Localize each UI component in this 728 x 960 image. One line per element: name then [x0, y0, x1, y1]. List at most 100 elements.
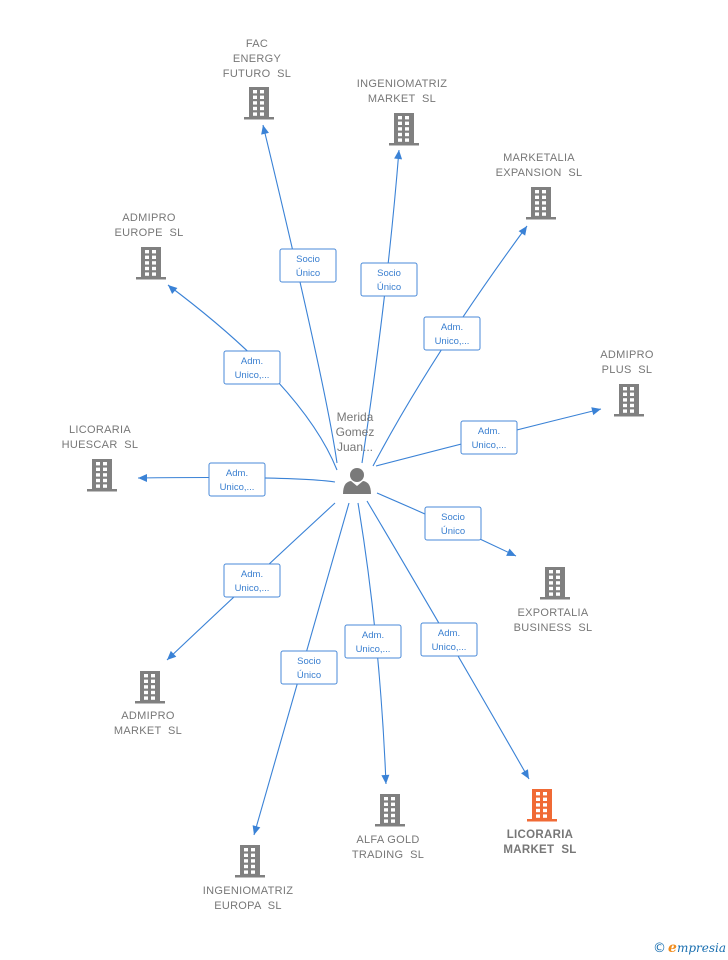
- building-icon[interactable]: [235, 845, 265, 878]
- arrow-head: [261, 125, 269, 135]
- company-node-licoraria-huescar[interactable]: LICORARIA HUESCAR SL: [62, 424, 139, 492]
- relation-text: Socio: [377, 268, 401, 279]
- company-name-line[interactable]: ALFA GOLD: [356, 834, 419, 846]
- company-name-line[interactable]: FUTURO SL: [223, 68, 291, 80]
- center-person-node[interactable]: MeridaGomezJuan...: [336, 410, 375, 494]
- arrow-head: [168, 285, 178, 294]
- company-name-line[interactable]: HUESCAR SL: [62, 439, 139, 451]
- relation-badge-alfa-gold-trading[interactable]: Adm. Unico,...: [344, 624, 402, 659]
- edge-line-licoraria-huescar: [137, 476, 336, 483]
- company-name-line[interactable]: LICORARIA: [69, 424, 131, 436]
- arrow-head: [591, 407, 601, 416]
- company-name-line[interactable]: MARKET SL: [114, 725, 182, 737]
- company-name-line[interactable]: PLUS SL: [602, 364, 653, 376]
- edge-line-marketalia-expansion: [372, 225, 528, 467]
- building-icon[interactable]: [540, 567, 570, 600]
- company-name-line[interactable]: BUSINESS SL: [514, 622, 593, 634]
- company-name-line[interactable]: EXPORTALIA: [517, 607, 588, 619]
- brand-initial: e: [668, 940, 677, 956]
- relation-text: Adm.: [226, 468, 248, 479]
- company-name-line[interactable]: INGENIOMATRIZ: [357, 78, 447, 90]
- relation-text: Adm.: [241, 569, 263, 580]
- company-name-line[interactable]: MARKET SL: [368, 93, 436, 105]
- relation-badge-admipro-europe[interactable]: Adm. Unico,...: [223, 350, 281, 385]
- relation-text: Adm.: [362, 630, 384, 641]
- center-name-line[interactable]: Gomez: [336, 425, 375, 439]
- center-name-line[interactable]: Merida: [337, 410, 374, 424]
- company-name-line[interactable]: LICORARIA: [507, 829, 574, 841]
- relation-text: Único: [297, 670, 321, 681]
- brand-name: mpresia: [676, 941, 726, 955]
- relation-text: Adm.: [441, 322, 463, 333]
- arrow-head: [167, 650, 177, 660]
- person-icon[interactable]: [343, 468, 371, 494]
- relation-badge-admipro-plus[interactable]: Adm. Unico,...: [460, 420, 518, 455]
- company-name-line[interactable]: ENERGY: [233, 53, 282, 65]
- relation-text: Único: [296, 268, 320, 279]
- company-node-ingeniomatriz-europa[interactable]: INGENIOMATRIZ EUROPA SL: [203, 845, 293, 912]
- building-icon[interactable]: [87, 459, 117, 492]
- edge-line-ingeniomatriz-market: [361, 149, 400, 464]
- edge-line-fac-energy-futuro: [262, 124, 338, 464]
- building-icon[interactable]: [136, 247, 166, 280]
- relation-text: Unico,...: [356, 644, 391, 655]
- company-node-licoraria-market[interactable]: LICORARIA MARKET SL: [503, 789, 576, 856]
- relation-badge-box: [460, 420, 518, 455]
- relation-text: Adm.: [478, 426, 500, 437]
- building-icon[interactable]: [375, 794, 405, 827]
- company-name-line[interactable]: MARKETALIA: [503, 152, 575, 164]
- relation-text: Socio: [297, 656, 321, 667]
- company-node-admipro-plus[interactable]: ADMIPRO PLUS SL: [600, 349, 654, 417]
- company-node-admipro-market[interactable]: ADMIPRO MARKET SL: [114, 671, 182, 737]
- relation-text: Único: [441, 526, 465, 537]
- company-node-exportalia-business[interactable]: EXPORTALIA BUSINESS SL: [514, 567, 593, 634]
- company-node-ingeniomatriz-market[interactable]: INGENIOMATRIZ MARKET SL: [357, 78, 447, 146]
- building-icon[interactable]: [389, 113, 419, 146]
- relation-badge-admipro-market[interactable]: Adm.Unico,...: [223, 563, 281, 598]
- company-node-marketalia-expansion[interactable]: MARKETALIA EXPANSION SL: [496, 152, 583, 220]
- relation-text: Unico,...: [220, 482, 255, 493]
- relation-badge-box: [423, 316, 481, 351]
- center-name-line[interactable]: Juan...: [337, 440, 373, 454]
- arrow-head: [381, 774, 390, 784]
- relation-text: Unico,...: [432, 642, 467, 653]
- company-name-line[interactable]: EUROPA SL: [214, 900, 282, 912]
- company-name-line[interactable]: ADMIPRO: [121, 710, 175, 722]
- building-icon[interactable]: [244, 87, 274, 120]
- company-name-line[interactable]: EXPANSION SL: [496, 167, 583, 179]
- arrow-head: [394, 150, 403, 160]
- company-node-admipro-europe[interactable]: ADMIPRO EUROPE SL: [114, 212, 183, 280]
- copyright-symbol: ©: [653, 941, 667, 956]
- company-name-line[interactable]: TRADING SL: [352, 849, 424, 861]
- relation-text: Unico,...: [235, 370, 270, 381]
- relation-text: Socio: [441, 512, 465, 523]
- building-icon[interactable]: [527, 789, 557, 822]
- relation-badge-box: [280, 650, 338, 685]
- company-name-line[interactable]: FAC: [246, 38, 268, 50]
- company-name-line[interactable]: ADMIPRO: [600, 349, 654, 361]
- building-icon[interactable]: [526, 187, 556, 220]
- company-name-line[interactable]: INGENIOMATRIZ: [203, 885, 293, 897]
- building-icon[interactable]: [135, 671, 165, 704]
- company-name-line[interactable]: ADMIPRO: [122, 212, 176, 224]
- company-name-line[interactable]: MARKET SL: [503, 844, 576, 856]
- company-node-alfa-gold-trading[interactable]: ALFA GOLD TRADING SL: [352, 794, 424, 861]
- arrow-head: [518, 226, 527, 236]
- relation-badge-licoraria-market[interactable]: Adm.Unico,...: [420, 622, 478, 657]
- relation-badge-licoraria-huescar[interactable]: Adm. Unico,...: [208, 462, 266, 497]
- relation-text: Adm.: [241, 356, 263, 367]
- relation-badge-marketalia-expansion[interactable]: Adm. Unico,...: [423, 316, 481, 351]
- relation-text: Unico,...: [435, 336, 470, 347]
- brand-watermark: ©empresia: [653, 940, 726, 956]
- company-node-fac-energy-futuro[interactable]: FAC ENERGY FUTURO SL: [223, 38, 291, 120]
- company-name-line[interactable]: EUROPE SL: [114, 227, 183, 239]
- building-icon[interactable]: [614, 384, 644, 417]
- relation-text: Unico,...: [472, 440, 507, 451]
